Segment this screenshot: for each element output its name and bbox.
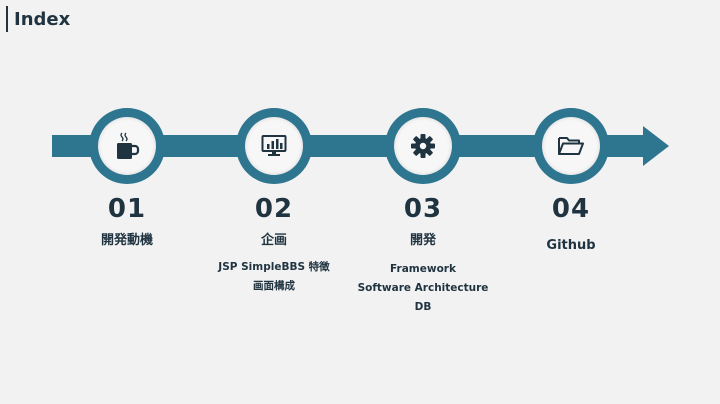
step-4: 04 Github — [481, 192, 661, 255]
step-number: 04 — [551, 194, 591, 224]
page-title-bar: Index — [6, 6, 70, 32]
gear-icon — [411, 134, 435, 158]
step-number: 01 — [107, 194, 147, 224]
step-detail-line: 画面構成 — [253, 280, 295, 292]
step-node-3 — [385, 108, 461, 184]
step-1: 01 開発動機 — [37, 192, 217, 250]
coffee-mug-icon — [117, 132, 140, 159]
monitor-chart-icon — [261, 135, 287, 156]
step-title: 開発動機 — [100, 233, 153, 248]
folder-open-icon — [558, 137, 584, 155]
step-number: 02 — [254, 194, 294, 224]
step-detail-line: DB — [414, 301, 432, 313]
step-node-4 — [533, 108, 609, 184]
step-3: 03 開発 Framework Software Architecture DB — [333, 192, 513, 317]
step-title: 開発 — [409, 233, 436, 248]
step-title: 企画 — [260, 233, 287, 248]
timeline-arrowhead — [643, 126, 669, 166]
step-2: 02 企画 JSP SimpleBBS 特徴 画面構成 — [184, 192, 364, 296]
step-detail-line: Framework — [390, 263, 456, 275]
step-node-2 — [236, 108, 312, 184]
page-title: Index — [14, 8, 71, 30]
step-detail-line: Software Architecture — [357, 282, 489, 294]
step-detail-line: JSP SimpleBBS 特徴 — [218, 261, 330, 273]
step-node-1 — [89, 108, 165, 184]
step-title: Github — [546, 238, 596, 253]
step-number: 03 — [403, 194, 443, 224]
timeline-bar — [52, 135, 648, 157]
